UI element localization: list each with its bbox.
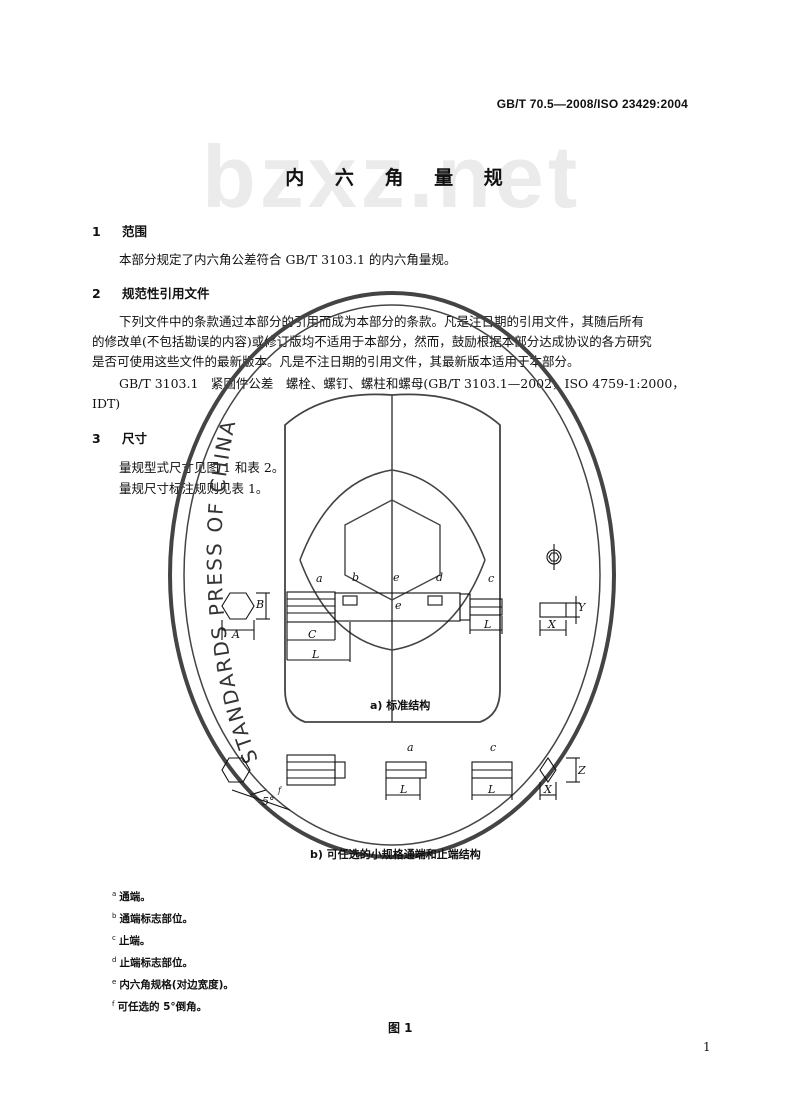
section-2-title: 规范性引用文件 xyxy=(122,286,210,301)
page-title: 内 六 角 量 规 xyxy=(285,167,515,189)
label-B: B xyxy=(256,598,265,611)
hex-symbol xyxy=(546,544,562,570)
page-number: 1 xyxy=(703,1040,711,1054)
section-2-number: 2 xyxy=(92,286,101,301)
section-1-number: 1 xyxy=(92,224,101,239)
label-a-small: a xyxy=(407,741,414,754)
label-X: X xyxy=(548,618,556,631)
section-2-body-line-3: 是否可使用这些文件的最新版本。凡是不注日期的引用文件，其最新版本适用于本部分。 xyxy=(92,354,580,369)
label-L-small-c: L xyxy=(488,783,496,796)
label-c: c xyxy=(488,572,495,585)
section-1-title: 范围 xyxy=(122,224,148,239)
section-1-body: 本部分规定了内六角公差符合 GB/T 3103.1 的内六角量规。 xyxy=(119,252,457,267)
section-1-heading: 1 范围 xyxy=(92,221,147,240)
label-L-right: L xyxy=(484,618,492,631)
section-2-heading: 2 规范性引用文件 xyxy=(92,283,210,302)
publisher-stamp xyxy=(168,291,616,859)
section-3-line-2: 量规尺寸标注规则见表 1。 xyxy=(119,481,269,496)
figure-label: 图 1 xyxy=(388,1021,413,1035)
label-L-small-a: L xyxy=(400,783,408,796)
label-a: a xyxy=(316,572,323,585)
section-3-number: 3 xyxy=(92,431,101,446)
label-C: C xyxy=(308,628,317,641)
label-b: b xyxy=(352,571,360,584)
standard-number: GB/T 70.5—2008/ISO 23429:2004 xyxy=(496,97,688,111)
label-angle: 5° xyxy=(262,795,275,808)
caption-b: b) 可任选的小规格通端和止端结构 xyxy=(310,848,481,861)
label-f: f xyxy=(278,786,281,795)
section-3-title: 尺寸 xyxy=(122,431,148,446)
reference-line-2: IDT) xyxy=(92,396,121,411)
label-dim-e: e xyxy=(395,599,402,612)
end-view-right xyxy=(539,596,580,636)
section-3-heading: 3 尺寸 xyxy=(92,428,147,447)
label-X-small: X xyxy=(544,783,552,796)
gauge-side-view xyxy=(286,591,503,662)
hex-end-view-left xyxy=(221,592,270,640)
label-A: A xyxy=(232,628,240,641)
small-size-views xyxy=(221,754,580,811)
stamp-text: STANDARDS PRESS OF CHINA xyxy=(202,417,262,767)
reference-line-1: GB/T 3103.1 紧固件公差 螺栓、螺钉、螺柱和螺母(GB/T 3103.… xyxy=(119,376,685,391)
label-c-small: c xyxy=(490,741,497,754)
label-Z: Z xyxy=(578,764,586,777)
watermark: bzxz.net xyxy=(202,127,582,226)
caption-a: a) 标准结构 xyxy=(370,699,431,712)
label-e: e xyxy=(393,571,400,584)
label-L-main: L xyxy=(312,648,320,661)
label-Y: Y xyxy=(578,601,586,614)
section-2-body-line-1: 下列文件中的条款通过本部分的引用而成为本部分的条款。凡是注日期的引用文件，其随后… xyxy=(119,314,645,329)
label-d: d xyxy=(436,571,444,584)
